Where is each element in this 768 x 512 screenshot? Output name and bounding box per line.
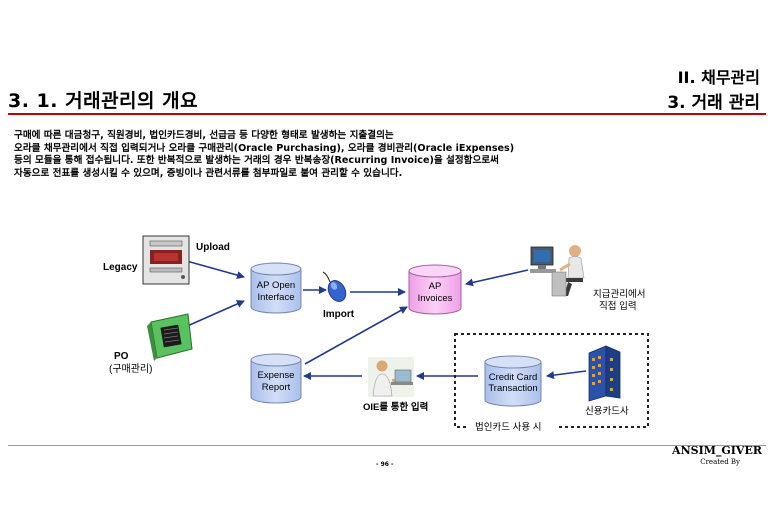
expense-report-cylinder — [250, 353, 302, 404]
po-device-icon — [147, 313, 193, 361]
credit-card-label-2: Transaction — [488, 383, 537, 394]
direct-entry-label: 지급관리에서 — [593, 289, 645, 300]
section-subtitle: 3. 거래 관리 — [667, 93, 760, 113]
ap-invoices-label: AP — [429, 281, 442, 292]
intro-line: 오라클 채무관리에서 직접 입력되거나 오라클 구매관리(Oracle Purc… — [14, 142, 515, 154]
created-by-text: Created By — [700, 458, 740, 466]
chapter-title: II. 채무관리 — [677, 68, 760, 87]
arrow-expense-to-invoices — [304, 306, 408, 365]
footer-divider — [8, 445, 766, 446]
page-number: - 96 - — [376, 461, 394, 468]
oie-user-icon — [368, 357, 414, 397]
ap-open-interface-cylinder — [250, 262, 302, 314]
arrow-cardco-to-creditcard — [546, 370, 587, 380]
arrow-legacy-to-interface — [182, 259, 245, 279]
intro-paragraph: 구매에 따른 대금청구, 직원경비, 법인카드경비, 선급금 등 다양한 형태로… — [14, 130, 614, 180]
ap-open-interface-label-2: Interface — [258, 292, 295, 303]
title-divider — [8, 113, 766, 115]
corporate-card-group-box — [454, 333, 649, 428]
expense-report-label: Expense — [258, 370, 295, 381]
transaction-flow-diagram: Legacy Upload PO (구매관리) AP Open Interfac… — [103, 235, 649, 433]
ap-invoices-label-2: Invoices — [418, 293, 453, 304]
section-title: 3. 1. 거래관리의 개요 — [8, 90, 199, 112]
legacy-label: Legacy — [103, 262, 138, 273]
arrow-user-to-invoices — [465, 269, 529, 287]
ap-open-interface-label: AP Open — [257, 280, 295, 291]
corporate-card-box-label: 법인카드 사용 시 — [475, 422, 541, 433]
legacy-server-icon — [142, 235, 190, 285]
card-company-label: 신용카드사 — [585, 406, 629, 417]
intro-line: 등의 모듈을 통해 접수됩니다. 또한 반복적으로 발생하는 거래의 경우 반복… — [14, 155, 499, 167]
credit-card-transaction-cylinder — [484, 355, 542, 407]
expense-report-label-2: Report — [262, 382, 291, 393]
person-at-computer-icon — [530, 245, 585, 297]
arrow-po-to-interface — [184, 300, 245, 328]
import-label: Import — [323, 309, 355, 320]
ap-invoices-cylinder — [408, 264, 462, 315]
po-sublabel: (구매관리) — [109, 363, 152, 375]
intro-line: 구매에 따른 대금청구, 직원경비, 법인카드경비, 선급금 등 다양한 형태로… — [14, 130, 394, 141]
mouse-icon — [322, 271, 347, 302]
intro-line: 자동으로 전표를 생성시킬 수 있으며, 증빙이나 관련서류를 첨부파일로 붙여… — [14, 167, 403, 179]
direct-entry-label-2: 직접 입력 — [599, 300, 637, 312]
po-label: PO — [114, 351, 129, 362]
credit-card-label: Credit Card — [489, 372, 538, 383]
oie-label: OIE를 통한 입력 — [363, 401, 428, 413]
building-icon — [588, 345, 621, 402]
upload-label: Upload — [196, 242, 230, 253]
brand-name: ANSIM_GIVER — [672, 444, 762, 457]
